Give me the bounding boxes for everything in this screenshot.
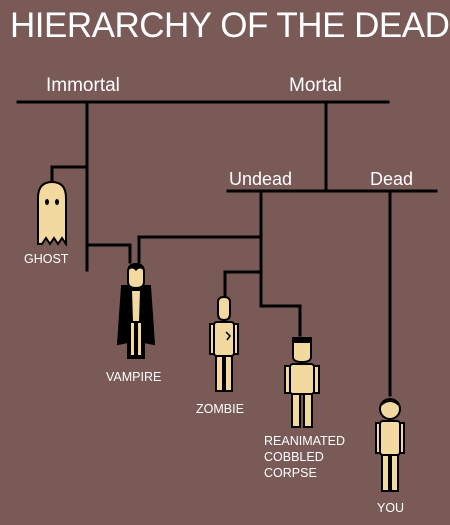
figure-label-vampire: VAMPIRE xyxy=(106,370,162,384)
figure-label-ghost: GHOST xyxy=(24,252,69,266)
figure-label-you: YOU xyxy=(377,501,405,515)
branch-label-immortal: Immortal xyxy=(46,75,120,96)
corpse-icon xyxy=(284,337,320,428)
branch-label-dead: Dead xyxy=(370,169,414,189)
zombie-icon xyxy=(209,296,239,392)
branch-label-undead: Undead xyxy=(229,169,293,189)
figure-label-corpse: REANIMATED COBBLED CORPSE xyxy=(264,434,346,480)
you-icon xyxy=(375,398,405,492)
ghost-icon xyxy=(37,180,67,246)
figure-label-zombie: ZOMBIE xyxy=(196,402,244,416)
diagram-title: HIERARCHY OF THE DEAD xyxy=(10,6,450,45)
branch-label-mortal: Mortal xyxy=(289,75,342,96)
vampire-icon xyxy=(116,262,156,359)
